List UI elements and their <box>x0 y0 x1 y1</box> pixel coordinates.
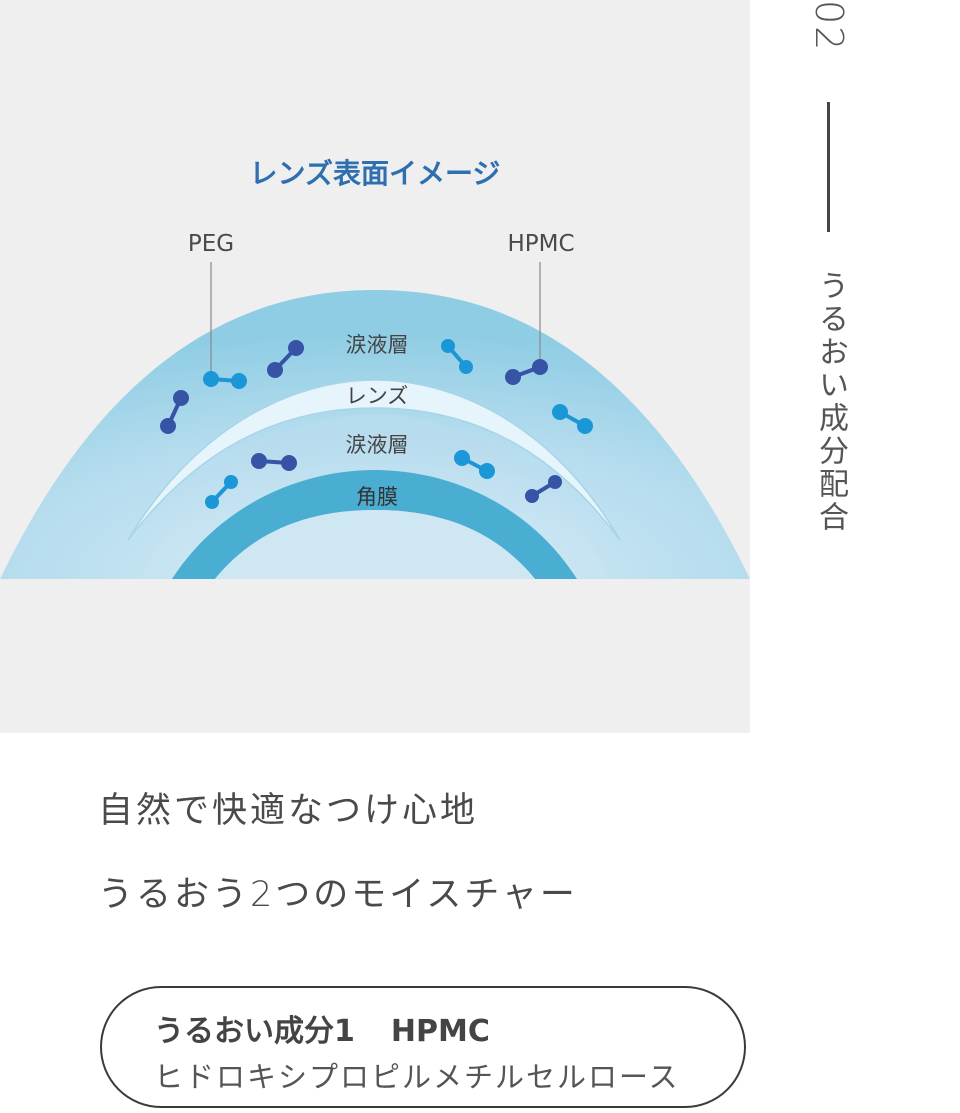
molecule-icon <box>203 371 247 389</box>
molecule-group <box>160 339 593 509</box>
headline-line-1: 自然で快適なつけ心地 <box>98 791 479 831</box>
molecule-icon <box>552 404 593 434</box>
tear-layer-outer-label: 涙液層 <box>346 333 409 357</box>
diagram-title: レンズ表面イメージ <box>250 157 501 190</box>
ingredient-badge: うるおい成分1 HPMC ヒドロキシプロピルメチルセルロース <box>100 986 746 1108</box>
cornea-inner-shape <box>215 510 535 579</box>
peg-label: PEG <box>188 231 234 257</box>
molecule-icon <box>251 453 297 471</box>
cornea-label: 角膜 <box>356 485 398 509</box>
lens-label: レンズ <box>346 384 409 408</box>
molecule-icon <box>205 475 238 509</box>
section-number: 02 <box>807 0 851 53</box>
molecule-icon <box>160 390 189 434</box>
molecule-icon <box>454 450 495 479</box>
diagram-svg: レンズ表面イメージ PEG HPMC 涙液層 レンズ 涙液層 角膜 <box>0 157 750 579</box>
molecule-icon <box>505 359 548 385</box>
ingredient-title: うるおい成分1 HPMC <box>154 1006 490 1050</box>
ingredient-label: うるおい成分1 <box>154 1014 355 1049</box>
cornea-shape <box>172 470 577 579</box>
molecule-icon <box>525 475 562 503</box>
section-title: うるおい成分配合 <box>813 270 848 534</box>
ingredient-full-name: ヒドロキシプロピルメチルセルロース <box>154 1060 680 1094</box>
lens-shape <box>127 379 621 541</box>
section-divider <box>827 102 830 232</box>
tear-layer-inner-label: 涙液層 <box>346 433 409 457</box>
hpmc-label: HPMC <box>507 231 574 257</box>
lens-surface-diagram: レンズ表面イメージ PEG HPMC 涙液層 レンズ 涙液層 角膜 <box>0 0 750 733</box>
ingredient-name: HPMC <box>390 1014 490 1049</box>
molecule-icon <box>441 339 473 374</box>
molecule-icon <box>267 340 304 378</box>
headline-line-2: うるおう2つのモイスチャー <box>98 875 578 915</box>
